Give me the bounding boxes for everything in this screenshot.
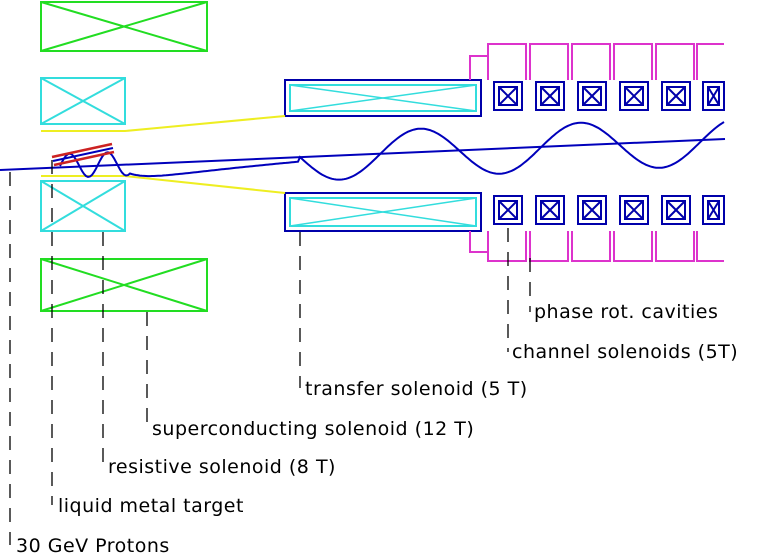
cavity-cell-lower	[696, 231, 724, 262]
channel-coil-lower-cross-b	[666, 200, 686, 220]
phase-rotation-cavities-upper	[469, 43, 724, 80]
superconducting-solenoid-upper	[40, 1, 208, 52]
transfer-solenoid-lower	[284, 192, 482, 232]
channel-solenoids-lower	[493, 195, 725, 225]
channel-coil-lower-inner	[498, 200, 518, 220]
label-cavities: phase rot. cavities	[534, 301, 718, 323]
channel-coil-upper	[619, 81, 649, 111]
channel-solenoids-upper	[493, 81, 725, 111]
channel-coil-upper-cross-b	[540, 86, 560, 106]
channel-coil-upper	[661, 81, 691, 111]
phase-rotation-cavities-lower	[469, 231, 724, 262]
channel-coil-upper	[577, 81, 607, 111]
channel-coil-upper-inner	[540, 86, 560, 106]
channel-coil-lower	[535, 195, 565, 225]
label-resistive: resistive solenoid (8 T)	[108, 456, 336, 478]
channel-coil-lower-cross-b	[707, 200, 720, 220]
liquid-metal-target	[51, 142, 115, 167]
resistive-solenoid-lower	[40, 180, 126, 232]
channel-coil-upper-inner	[624, 86, 644, 106]
channel-coil-lower-inner	[666, 200, 686, 220]
channel-coil-lower-inner	[582, 200, 602, 220]
cavity-cell-lower	[529, 231, 569, 262]
cavity-cell-upper	[696, 43, 724, 80]
cavity-flange-upper	[469, 55, 489, 80]
cavity-cell-upper	[613, 43, 653, 80]
channel-coil-upper-cross-b	[582, 86, 602, 106]
resistive-solenoid-upper	[40, 77, 126, 125]
cavity-cell-lower	[487, 231, 527, 262]
channel-coil-upper-cross-b	[498, 86, 518, 106]
channel-coil-lower	[661, 195, 691, 225]
cavity-cell-lower	[571, 231, 611, 262]
channel-coil-lower-cross-b	[498, 200, 518, 220]
channel-coil-lower	[702, 195, 725, 225]
channel-coil-lower-inner	[624, 200, 644, 220]
channel-coil-upper-inner	[582, 86, 602, 106]
channel-coil-lower-cross-b	[624, 200, 644, 220]
channel-coil-upper	[493, 81, 523, 111]
label-protons: 30 GeV Protons	[16, 535, 170, 554]
channel-coil-upper	[702, 81, 725, 111]
channel-coil-lower	[493, 195, 523, 225]
channel-coil-lower-inner	[707, 200, 720, 220]
channel-coil-upper-cross-b	[707, 86, 720, 106]
channel-coil-upper-inner	[498, 86, 518, 106]
channel-coil-upper-inner	[707, 86, 720, 106]
label-target: liquid metal target	[58, 495, 244, 517]
particle-trajectory	[59, 121, 725, 181]
channel-coil-upper-inner	[666, 86, 686, 106]
cavity-flange-lower	[469, 231, 489, 253]
cavity-cell-upper	[655, 43, 695, 80]
cavity-cell-upper	[487, 43, 527, 80]
channel-coil-lower	[619, 195, 649, 225]
cavity-cell-lower	[613, 231, 653, 262]
cavity-cell-upper	[529, 43, 569, 80]
transfer-solenoid-upper	[284, 79, 482, 117]
channel-coil-upper-cross-b	[624, 86, 644, 106]
channel-coil-upper-cross-b	[666, 86, 686, 106]
channel-coil-lower-cross-b	[540, 200, 560, 220]
channel-coil-lower-cross-b	[582, 200, 602, 220]
cavity-cell-lower	[655, 231, 695, 262]
channel-coil-upper	[535, 81, 565, 111]
leader-lines	[9, 160, 531, 545]
channel-coil-lower-inner	[540, 200, 560, 220]
label-superconducting: superconducting solenoid (12 T)	[152, 418, 474, 440]
cavity-cell-upper	[571, 43, 611, 80]
superconducting-solenoid-lower	[40, 258, 208, 312]
proton-beam	[0, 138, 726, 171]
label-transfer: transfer solenoid (5 T)	[305, 378, 528, 400]
label-channel: channel solenoids (5T)	[512, 341, 738, 363]
channel-coil-lower	[577, 195, 607, 225]
